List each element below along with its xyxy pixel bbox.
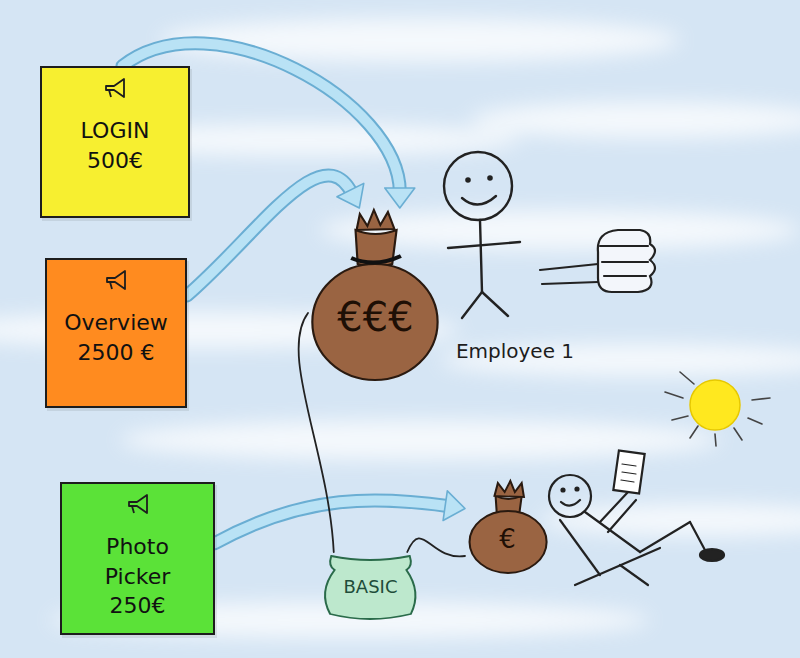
employee-figure [444,152,520,318]
node-text: € [465,480,550,554]
node-text: Photo Picker 250€ [82,532,194,621]
sticky-note: Photo Picker 250€ [60,482,215,635]
money-bag: €€€ [308,208,443,383]
employee-label: Employee 1 [455,338,575,364]
arrow-head [443,491,465,521]
megaphone-icon [100,76,130,100]
flow-arrow [215,491,465,543]
node-text: LOGIN 500€ [59,116,171,175]
arrow-head [385,188,415,208]
node-text: Overview 2500 € [60,308,172,367]
sun [665,372,770,446]
megaphone-icon [123,492,153,516]
arrow-outline [187,175,352,295]
node-text: BASIC [318,552,423,597]
fist-punch [540,230,655,292]
flow-line [407,538,465,556]
money-bag-small: € [465,480,550,575]
sticky-note: LOGIN 500€ [40,66,190,218]
arrow-body [187,175,352,295]
arrow-head [337,183,364,208]
thin-line [407,538,465,556]
node-text: €€€ [308,208,443,340]
relaxing-figure [549,450,724,585]
sticky-note: Overview 2500 € [45,258,187,408]
cloud-streaks [0,18,800,638]
basic-jar: BASIC [318,552,423,622]
megaphone-icon [101,268,131,292]
